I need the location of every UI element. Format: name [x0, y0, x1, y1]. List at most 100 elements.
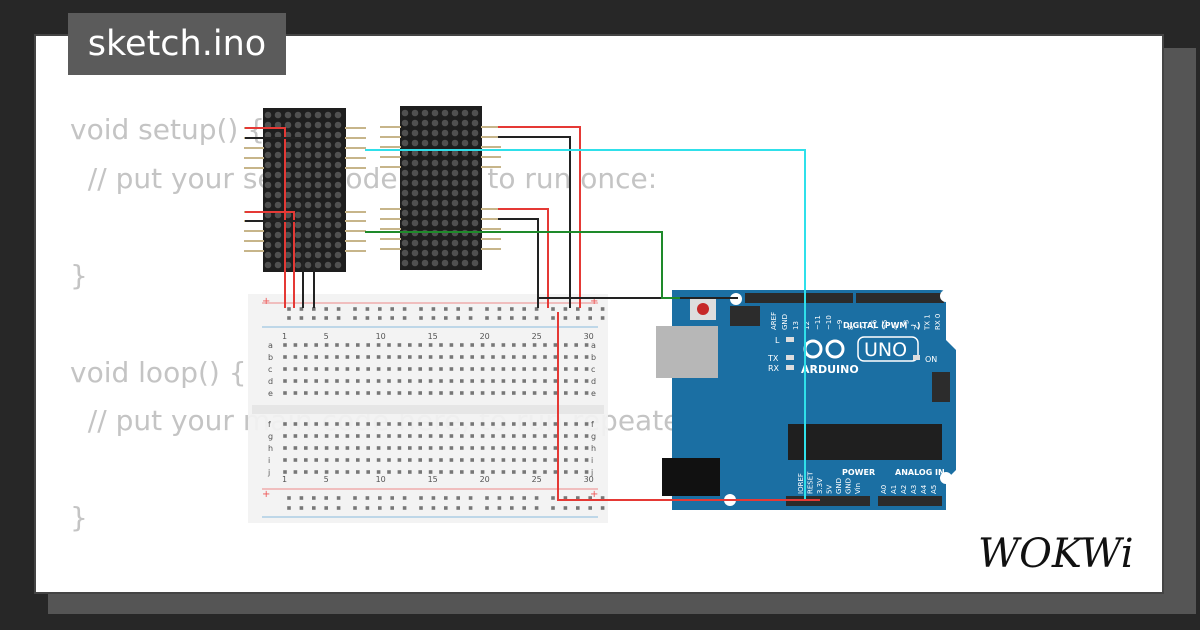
- code-line[interactable]: }: [70, 258, 88, 292]
- led-dot: [471, 139, 479, 147]
- breadboard-hole: [345, 446, 350, 450]
- rail-hole: [336, 496, 341, 500]
- breadboard-hole: [376, 355, 381, 359]
- rail-hole: [299, 307, 304, 311]
- rail-hole: [522, 307, 526, 311]
- rail-hole: [576, 496, 580, 500]
- breadboard-hole: [376, 458, 381, 462]
- rail-hole: [588, 307, 592, 311]
- led-matrix-group-left[interactable]: [244, 108, 366, 272]
- breadboard-hole: [283, 355, 287, 359]
- breadboard-hole: [397, 470, 402, 474]
- led-dot: [471, 109, 479, 117]
- led-dot: [471, 249, 479, 257]
- wires[interactable]: [245, 126, 820, 501]
- breadboard-hole: [574, 355, 578, 359]
- breadboard-hole: [501, 470, 506, 474]
- rail-hole: [390, 307, 394, 311]
- pin-label: ~9: [836, 320, 844, 330]
- led-dot: [284, 211, 292, 219]
- led-dot: [401, 199, 409, 207]
- breadboard-hole: [543, 367, 547, 371]
- rail-hole: [522, 506, 526, 510]
- breadboard-hole: [449, 446, 454, 450]
- breadboard-hole: [324, 355, 329, 359]
- breadboard-hole: [418, 391, 422, 395]
- rail-hole: [353, 316, 357, 320]
- breadboard-hole: [574, 434, 578, 438]
- column-number: 25: [532, 332, 542, 341]
- breadboard-hole: [418, 458, 422, 462]
- rail-hole: [419, 316, 423, 320]
- breadboard-hole: [512, 470, 516, 474]
- led-dot: [411, 189, 419, 197]
- breadboard-hole: [356, 355, 360, 359]
- pin-label: 13: [792, 321, 800, 330]
- breadboard-hole: [480, 470, 485, 474]
- pin-label: A0: [880, 485, 888, 494]
- code-line[interactable]: void setup() {: [70, 113, 266, 146]
- breadboard-hole: [283, 391, 287, 395]
- led-dot: [421, 249, 429, 257]
- led-dot: [334, 191, 342, 199]
- led-dot: [324, 191, 332, 199]
- breadboard-hole: [480, 422, 485, 426]
- breadboard-hole: [553, 391, 558, 395]
- breadboard-hole: [283, 446, 287, 450]
- led-dot: [294, 161, 302, 169]
- breadboard-hole: [460, 391, 464, 395]
- led-dot: [471, 149, 479, 157]
- led-dot: [294, 171, 302, 179]
- rail-hole: [419, 496, 423, 500]
- breadboard-hole: [449, 434, 454, 438]
- led-dot: [294, 121, 302, 129]
- breadboard-hole: [387, 458, 391, 462]
- file-tab[interactable]: sketch.ino: [68, 13, 286, 75]
- led-dot: [304, 171, 312, 179]
- led-matrix-group-right[interactable]: [380, 106, 501, 270]
- rail-hole: [563, 307, 568, 311]
- rail-hole: [336, 506, 341, 510]
- code-line[interactable]: void loop() {: [70, 355, 247, 389]
- rail-hole: [468, 496, 473, 500]
- led-dot: [314, 251, 322, 259]
- led-dot: [431, 139, 439, 147]
- breadboard-hole: [283, 422, 287, 426]
- led-dot: [401, 219, 409, 227]
- led-dot: [461, 239, 469, 247]
- breadboard-hole: [553, 446, 558, 450]
- rail-hole: [456, 506, 460, 510]
- row-letter: h: [268, 444, 273, 453]
- led-dot: [431, 199, 439, 207]
- led-dot: [284, 131, 292, 139]
- breadboard-hole: [428, 434, 433, 438]
- reset-button[interactable]: [697, 303, 709, 315]
- breadboard-hole: [397, 446, 402, 450]
- led-dot: [314, 191, 322, 199]
- breadboard-hole: [543, 434, 547, 438]
- breadboard-hole: [428, 343, 433, 347]
- breadboard-hole: [324, 343, 329, 347]
- code-line[interactable]: }: [70, 501, 88, 534]
- breadboard-hole: [532, 343, 537, 347]
- breadboard-hole: [460, 446, 464, 450]
- column-number: 10: [376, 475, 386, 484]
- breadboard-hole: [532, 391, 537, 395]
- breadboard-hole: [408, 470, 412, 474]
- led-dot: [274, 211, 282, 219]
- led-dot: [441, 189, 449, 197]
- breadboard-hole: [460, 458, 464, 462]
- breadboard-hole: [564, 446, 568, 450]
- breadboard-hole: [501, 458, 506, 462]
- breadboard-hole: [470, 379, 474, 383]
- rail-hole: [287, 316, 291, 320]
- breadboard-hole: [376, 343, 381, 347]
- breadboard-hole: [366, 434, 370, 438]
- breadboard-hole: [356, 391, 360, 395]
- breadboard-hole: [376, 434, 381, 438]
- breadboard-hole: [460, 422, 464, 426]
- breadboard-hole: [293, 367, 298, 371]
- pin-label: ~5: [881, 320, 889, 330]
